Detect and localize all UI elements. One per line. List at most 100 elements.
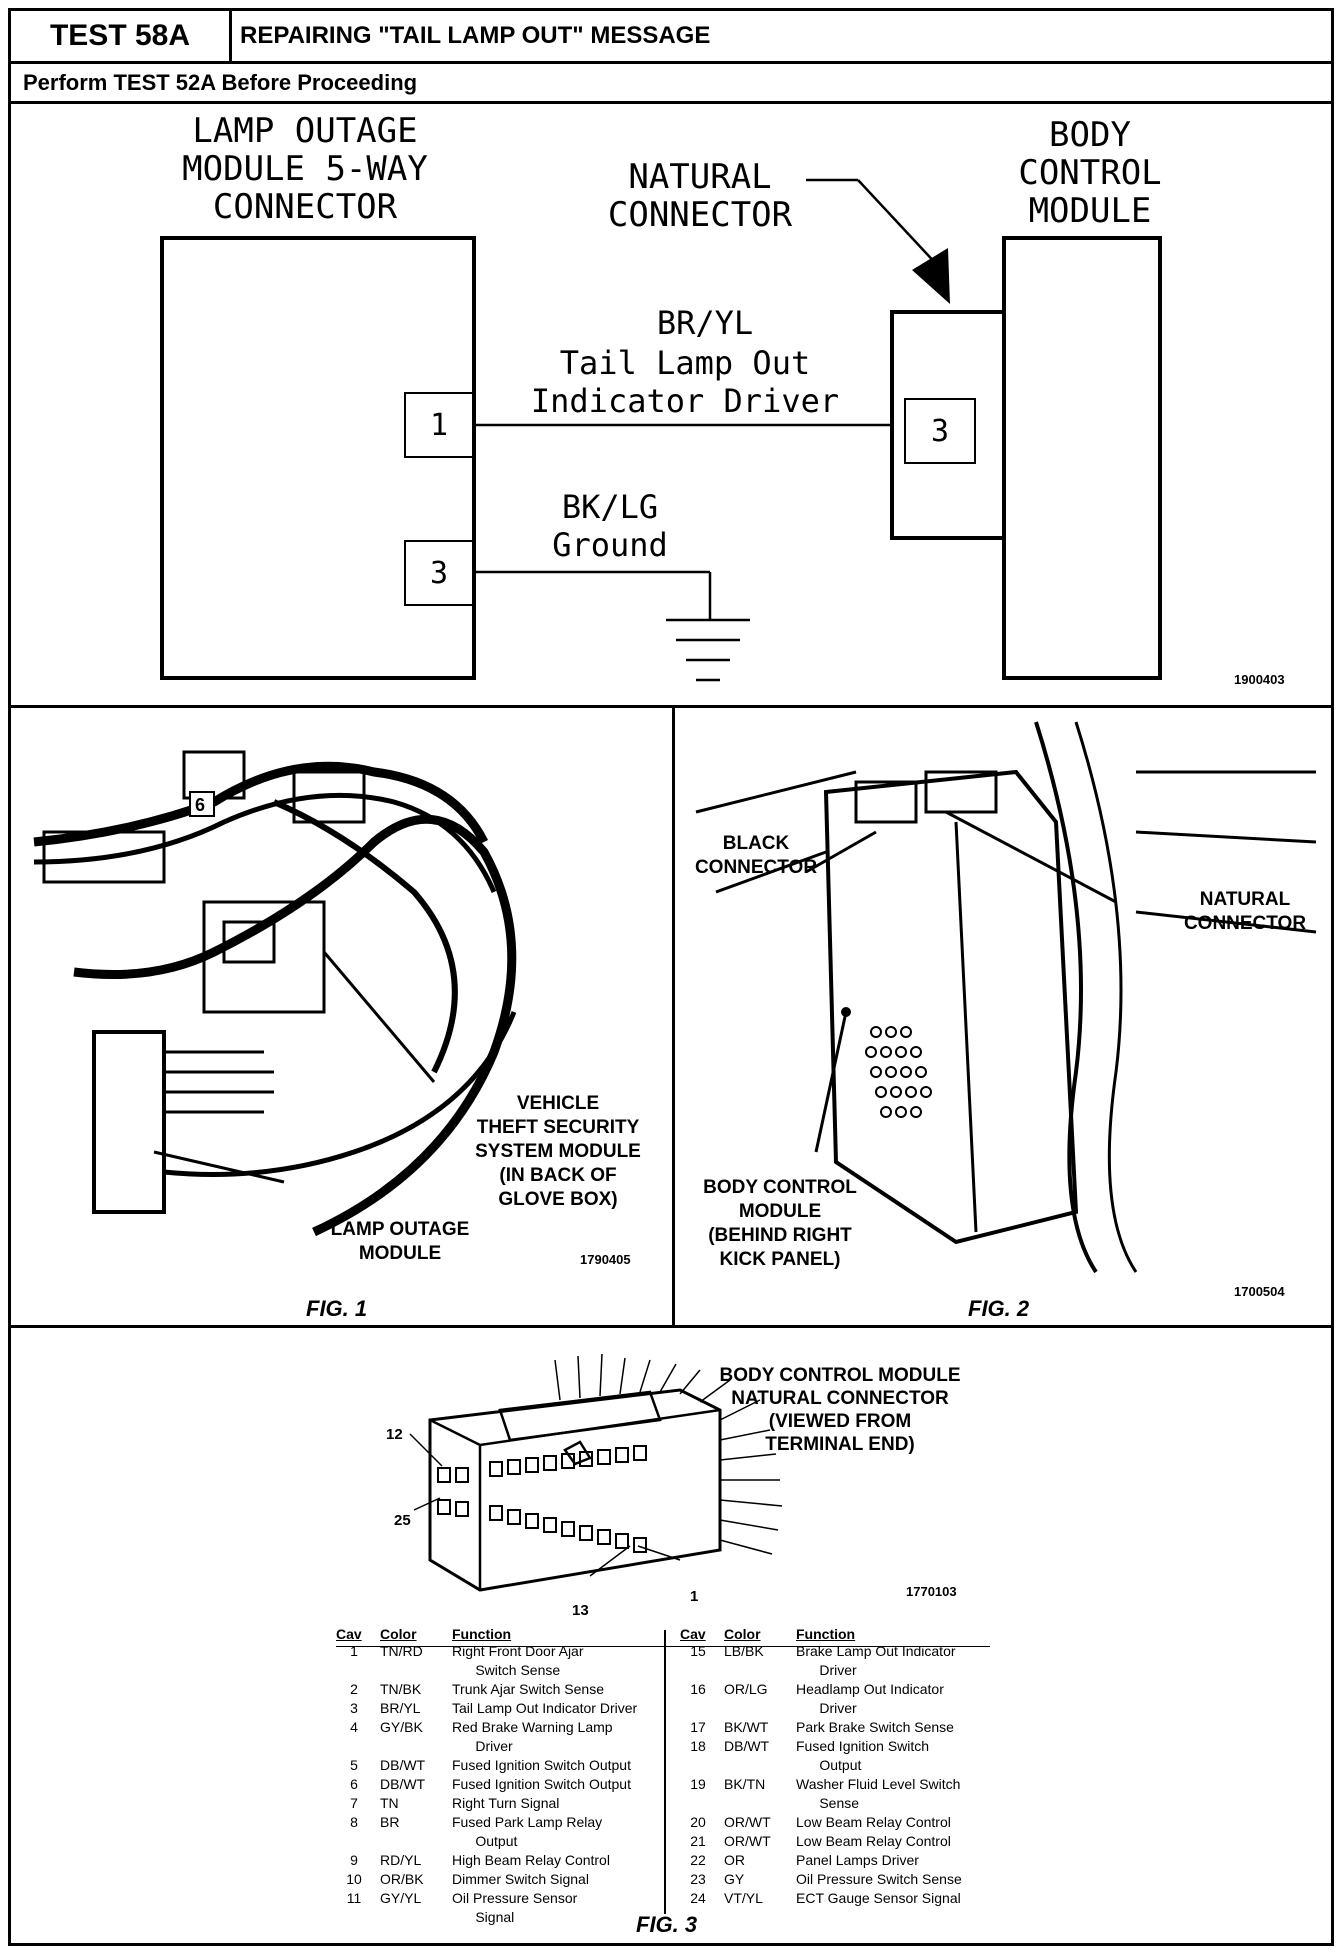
wire2-function: Ground: [552, 526, 668, 564]
cavity-number: 9: [350, 1852, 358, 1868]
cavity-number: 2: [350, 1681, 358, 1697]
fig2-illustration: [695, 721, 1317, 1274]
fig3-pin-12: 12: [386, 1426, 403, 1443]
lom-pin-1: 1: [404, 392, 474, 458]
wire-color: BR: [380, 1814, 400, 1830]
cavity-number: 24: [690, 1890, 706, 1906]
fig3-pin-13: 13: [572, 1602, 589, 1619]
wire-function: Fused Park Lamp Relay Output: [452, 1814, 603, 1849]
wire-function: Fused Ignition Switch Output: [796, 1738, 930, 1773]
lom-pin-3: 3: [404, 540, 474, 606]
wire-color: GY: [724, 1871, 745, 1887]
lamp-outage-module-box: [160, 236, 476, 680]
lamp-outage-module-title: LAMP OUTAGE MODULE 5-WAY CONNECTOR: [182, 111, 428, 227]
cavity-number: 21: [690, 1833, 706, 1849]
wire-color: OR/WT: [724, 1814, 771, 1830]
col-color: Color: [724, 1626, 761, 1642]
fig3-ref: 1770103: [906, 1584, 957, 1599]
cavity-number: 16: [690, 1681, 706, 1697]
fig3-divider: [8, 1325, 1334, 1328]
page-title: REPAIRING "TAIL LAMP OUT" MESSAGE: [232, 8, 1334, 64]
wire-function: Right Front Door Ajar Switch Sense: [452, 1643, 584, 1678]
col-cav: Cav: [336, 1626, 362, 1642]
cavity-number: 23: [690, 1871, 706, 1887]
wire-function: Headlamp Out Indicator Driver: [796, 1681, 944, 1716]
wire-function: Fused Ignition Switch Output: [452, 1757, 631, 1773]
wire-function: Low Beam Relay Control: [796, 1814, 951, 1830]
bcm-label: BODY CONTROL MODULE (BEHIND RIGHT KICK P…: [703, 1177, 857, 1270]
fig3-pin-1: 1: [690, 1588, 699, 1605]
wire-function: High Beam Relay Control: [452, 1852, 610, 1868]
wire-function: Fused Ignition Switch Output: [452, 1776, 631, 1792]
body-control-module-title: BODY CONTROL MODULE: [1018, 115, 1162, 231]
cavity-number: 22: [690, 1852, 706, 1868]
lamp-outage-label: LAMP OUTAGE MODULE: [330, 1219, 470, 1264]
schematic-panel: [8, 104, 1334, 708]
schematic-svg: [160, 178, 1162, 682]
natural-connector-label-fig2: NATURAL CONNECTOR: [1183, 889, 1307, 934]
wire-function: Red Brake Warning Lamp Driver: [452, 1719, 613, 1754]
wire-function: ECT Gauge Sensor Signal: [796, 1890, 961, 1906]
arrow-head: [912, 248, 950, 304]
wire-color: GY/BK: [380, 1719, 423, 1735]
wire-color: TN/BK: [380, 1681, 422, 1697]
cavity-number: 1: [350, 1643, 358, 1659]
cavity-number: 4: [350, 1719, 358, 1735]
wire-function: Washer Fluid Level Switch Sense: [796, 1776, 961, 1811]
fig3-connector: [409, 1353, 783, 1592]
fig3-caption: FIG. 3: [636, 1912, 698, 1937]
wire-color: DB/WT: [724, 1738, 770, 1754]
wire-color: BK/WT: [724, 1719, 769, 1735]
bcm-box: [1002, 236, 1162, 680]
wire-function: Oil Pressure Sensor Signal: [452, 1890, 578, 1925]
wire-function: Brake Lamp Out Indicator Driver: [796, 1643, 956, 1678]
wire-function: Park Brake Switch Sense: [796, 1719, 954, 1735]
cavity-number: 19: [690, 1776, 706, 1792]
fig1-ref: 1790405: [580, 1252, 631, 1267]
wire-color: TN: [380, 1795, 399, 1811]
wire-function: Low Beam Relay Control: [796, 1833, 951, 1849]
schematic-ref: 1900403: [1234, 672, 1285, 687]
wire-function: Oil Pressure Switch Sense: [796, 1871, 962, 1887]
wire-function: Dimmer Switch Signal: [452, 1871, 589, 1887]
cavity-row: 9 RD/YL High Beam Relay Control: [336, 1851, 645, 1870]
cavity-number: 15: [690, 1643, 706, 1659]
test-id: TEST 58A: [8, 8, 232, 64]
cavity-row: 15 LB/BK Brake Lamp Out Indicator Driver: [680, 1642, 970, 1680]
wire-color: OR/LG: [724, 1681, 768, 1697]
fig1-callout: 6: [195, 795, 205, 815]
fig2-caption: FIG. 2: [968, 1296, 1030, 1321]
cavity-number: 20: [690, 1814, 706, 1830]
cavity-row: 4 GY/BK Red Brake Warning Lamp Driver: [336, 1718, 645, 1756]
vtss-label: VEHICLE THEFT SECURITY SYSTEM MODULE (IN…: [475, 1093, 641, 1210]
wire-color: RD/YL: [380, 1852, 422, 1868]
cavity-number: 17: [690, 1719, 706, 1735]
fig1-illustration: 6: [33, 750, 517, 1237]
table-rule: [336, 1646, 990, 1647]
cavity-number: 5: [350, 1757, 358, 1773]
bcm-pin-3: 3: [904, 398, 976, 464]
wire-color: LB/BK: [724, 1643, 764, 1659]
cavity-row: 21 OR/WT Low Beam Relay Control: [680, 1832, 970, 1851]
cavity-number: 8: [350, 1814, 358, 1830]
cavity-number: 11: [346, 1890, 362, 1906]
cavity-row: 20 OR/WT Low Beam Relay Control: [680, 1813, 970, 1832]
wire1-function: Tail Lamp Out Indicator Driver: [530, 344, 840, 420]
wire-color: OR/WT: [724, 1833, 771, 1849]
wire-function: Panel Lamps Driver: [796, 1852, 919, 1868]
black-connector-label: BLACK CONNECTOR: [694, 833, 818, 878]
fig2-ref: 1700504: [1234, 1284, 1285, 1299]
wire-color: BR/YL: [380, 1700, 421, 1716]
page-subtitle: Perform TEST 52A Before Proceeding: [8, 64, 1334, 104]
wire-color: OR/BK: [380, 1871, 424, 1887]
wire2-color: BK/LG: [561, 488, 659, 526]
